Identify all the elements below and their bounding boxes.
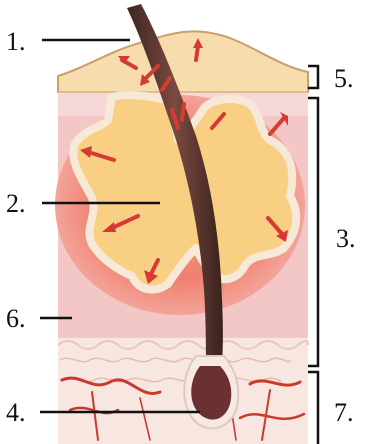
label-5: 5. bbox=[334, 64, 354, 93]
hair-root-bulb bbox=[184, 356, 238, 428]
bracket-7 bbox=[308, 372, 318, 444]
label-7: 7. bbox=[334, 398, 354, 427]
bracket-5 bbox=[308, 66, 318, 88]
label-1: 1. bbox=[6, 27, 26, 56]
label-6: 6. bbox=[6, 304, 26, 333]
label-2: 2. bbox=[6, 189, 26, 218]
brackets bbox=[308, 66, 318, 444]
label-4: 4. bbox=[6, 398, 26, 427]
bracket-3 bbox=[308, 98, 318, 366]
label-3: 3. bbox=[336, 224, 356, 253]
